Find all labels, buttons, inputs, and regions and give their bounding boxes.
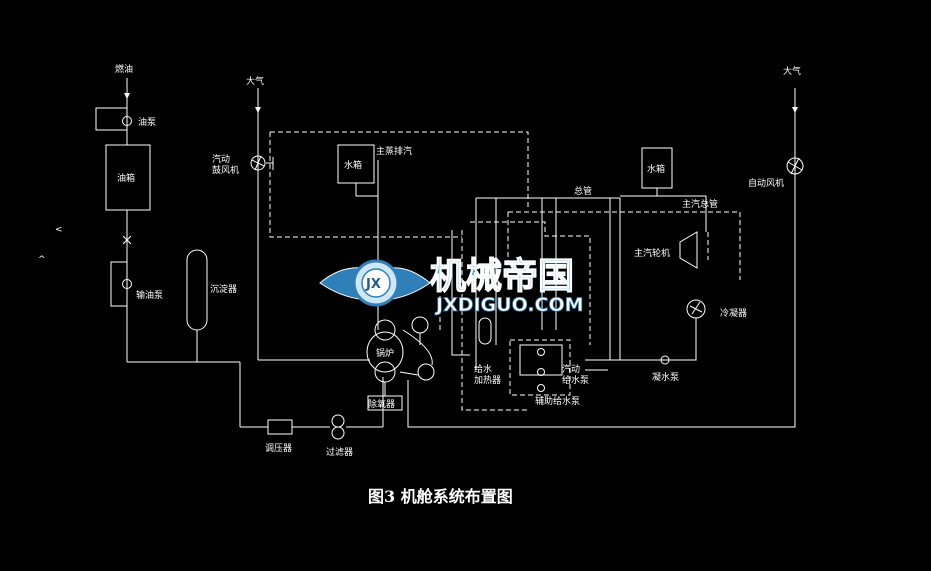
label-air-left: 大气 [246,75,264,87]
label-water-tank-left: 水箱 [344,159,362,171]
watermark-badge: JX [365,277,381,292]
left-arrow-mark: ^ [38,255,46,265]
label-settling-tank: 沉淀器 [210,283,237,295]
air-fan-left [250,88,370,361]
fuel-tank-box [105,144,151,211]
label-fuel-tank: 油箱 [117,172,135,184]
label-transfer-pump: 输油泵 [136,289,163,301]
watermark-logo: JX 机械帝国 JXDIGUO.COM [319,255,584,316]
watermark-cn-text: 机械帝国 [430,256,574,297]
label-air-right: 大气 [783,65,801,77]
label-water-tank-right: 水箱 [647,163,665,175]
label-fuel-in: 燃油 [115,63,133,75]
label-turbo-pump: 汽动给水泵 [562,363,589,386]
condensate-pump-icon [660,355,670,365]
label-filter: 过滤器 [326,446,353,458]
label-feed-heater: 给水加热器 [474,363,501,386]
main-turbine-shape [679,231,698,269]
fuel-bypass-line [95,107,127,131]
steam-lines [269,131,741,411]
feed-water-pump-icon [537,384,545,392]
label-header-pipe: 总管 [574,185,592,197]
settling-tank-shape [186,249,208,331]
label-condensate-pump: 凝水泵 [652,371,679,383]
labels: 燃油 油泵 油箱 输油泵 大气 汽动鼓风机 水箱 主蒸排汽 水箱 总管 主汽总管… [115,63,801,458]
watermark-en-text: JXDIGUO.COM [434,294,584,316]
label-main-steam-pipe: 主汽总管 [682,198,718,210]
label-main-turbine: 主汽轮机 [634,247,670,259]
label-fuel-pump-top: 油泵 [138,116,156,128]
fuel-system: ^ < [38,78,384,440]
steam-fan-icon [250,155,266,171]
label-feed-water-pump: 辅助给水泵 [535,395,580,407]
right-equipment [679,157,804,319]
filter-icon-b [331,426,345,440]
regulator-box [267,419,293,435]
valve-icon [122,235,132,245]
fuel-pump-top-icon [122,116,132,126]
left-arrow-mark-2: < [55,225,63,235]
label-auto-fan: 自动风机 [748,177,784,189]
label-main-exhaust: 主蒸排汽 [376,145,412,157]
transfer-pump-icon [122,279,132,289]
figure-caption: 图3 机舱系统布置图 [368,487,513,506]
filter-icon-a [331,414,345,428]
label-steam-fan: 汽动鼓风机 [212,153,239,176]
central-piping [451,195,707,396]
boiler-shape [366,331,404,373]
label-condenser: 冷凝器 [720,307,747,319]
turbo-pump-box [519,344,563,376]
feed-heater-shape [478,317,492,345]
label-regulator: 调压器 [265,443,292,454]
auto-fan-icon [786,157,804,175]
label-deaerator: 除氧器 [368,398,395,410]
label-boiler: 锅炉 [376,347,394,359]
transfer-pump-box [110,261,128,307]
condenser-icon [686,299,706,319]
boiler [366,88,798,428]
